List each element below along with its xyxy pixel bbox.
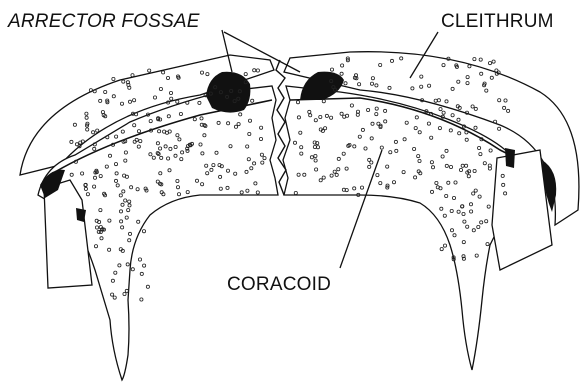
stipple-dot <box>439 108 442 111</box>
stipple-dot <box>140 298 143 301</box>
stipple-dot <box>492 60 495 63</box>
stipple-dot <box>176 100 179 103</box>
right-notch-dark <box>505 148 515 168</box>
stipple-dot <box>498 127 501 130</box>
label-arrector-fossae: ARRECTOR FOSSAE <box>8 11 200 33</box>
stipple-dot <box>131 268 134 271</box>
stipple-dot <box>138 258 141 261</box>
stipple-dot <box>479 58 482 61</box>
label-cleithrum: CLEITHRUM <box>441 11 554 33</box>
stipple-dot <box>443 244 446 247</box>
stipple-dot <box>131 74 134 77</box>
stipple-dot <box>143 264 146 267</box>
stipple-dot <box>451 114 454 117</box>
stipple-dot <box>474 126 477 129</box>
stipple-dot <box>146 285 149 288</box>
midline-suture <box>276 60 286 195</box>
stipple-dot <box>488 62 491 65</box>
stipple-dot <box>148 69 151 72</box>
stipple-dot <box>442 111 445 114</box>
stipple-dot <box>457 118 460 121</box>
label-coracoid: CORACOID <box>227 274 331 296</box>
stipple-dot <box>140 272 143 275</box>
stipple-dot <box>473 58 476 61</box>
stipple-dot <box>440 248 443 251</box>
stipple-dot <box>112 77 115 80</box>
stipple-dot <box>142 230 145 233</box>
